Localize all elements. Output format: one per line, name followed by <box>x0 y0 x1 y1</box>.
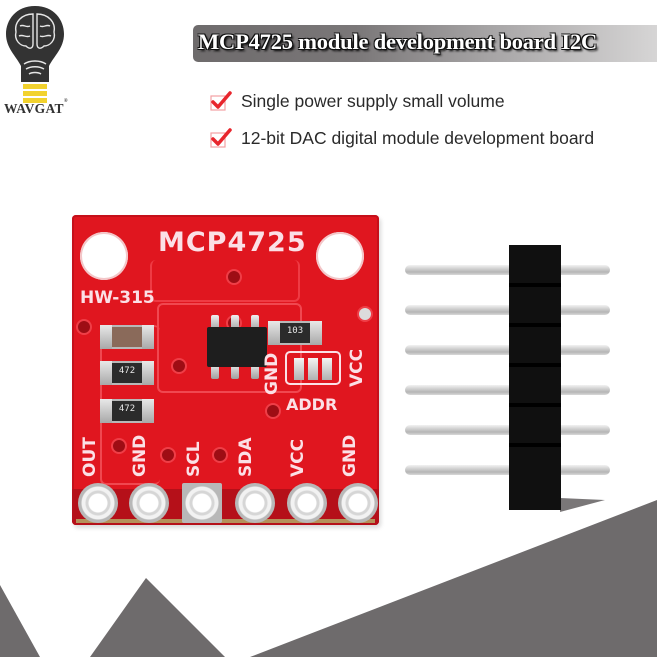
pin-label-scl: SCL <box>184 441 204 477</box>
chip-pin <box>251 363 259 379</box>
pin-pad-vcc <box>287 483 327 523</box>
housing-divider <box>509 443 561 447</box>
feature-item: 12-bit DAC digital module development bo… <box>210 125 594 151</box>
smd-capacitor <box>100 325 154 349</box>
chip-pin <box>211 363 219 379</box>
feature-text: 12-bit DAC digital module development bo… <box>241 127 595 148</box>
checkbox-checked-icon <box>210 128 232 148</box>
header-pin <box>405 385 610 395</box>
header-pin <box>405 345 610 355</box>
mounting-hole <box>316 232 364 280</box>
header-pin <box>405 265 610 275</box>
mcp4725-board: MCP4725 HW-315 472 472 103 GND VCC ADDR … <box>72 215 379 525</box>
pin-header <box>405 245 615 515</box>
header-pin <box>405 465 610 475</box>
header-pin <box>405 425 610 435</box>
housing-divider <box>509 403 561 407</box>
addr-gnd-label: GND <box>262 352 282 395</box>
pin-label-vcc: VCC <box>288 438 308 477</box>
jumper-pad <box>322 358 332 380</box>
pin-pad-gnd <box>129 483 169 523</box>
addr-vcc-label: VCC <box>347 348 367 387</box>
via <box>113 440 125 452</box>
pin-label-sda: SDA <box>236 437 256 477</box>
chip-pin <box>231 315 239 331</box>
brand-name: WAVGAT® <box>4 99 68 116</box>
via <box>173 360 185 372</box>
board-model-silkscreen: HW-315 <box>80 288 155 308</box>
pin-label-out: OUT <box>80 437 100 477</box>
title-banner: MCP4725 module development board I2C <box>193 25 657 62</box>
addr-label: ADDR <box>286 395 338 414</box>
housing-divider <box>509 363 561 367</box>
trace <box>157 303 302 393</box>
chip-pin <box>211 315 219 331</box>
via <box>78 321 90 333</box>
housing-divider <box>509 283 561 287</box>
board-name-silkscreen: MCP4725 <box>158 227 307 258</box>
checkbox-checked-icon <box>210 91 232 111</box>
pin-pad-gnd <box>338 483 378 523</box>
via <box>214 449 226 461</box>
pin-pad-sda <box>235 483 275 523</box>
via <box>359 308 371 320</box>
pin-pad-scl <box>182 483 222 523</box>
pin-pad-out <box>78 483 118 523</box>
lightbulb-brain-icon <box>6 6 64 103</box>
banner-title: MCP4725 module development board I2C <box>198 29 598 54</box>
board-edge-plating <box>76 519 375 523</box>
smd-resistor: 103 <box>268 321 322 345</box>
via <box>267 405 279 417</box>
smd-resistor: 472 <box>100 399 154 423</box>
dac-chip <box>207 327 267 367</box>
pin-label-gnd: GND <box>130 434 150 477</box>
chip-pin <box>231 363 239 379</box>
via <box>162 449 174 461</box>
feature-item: Single power supply small volume <box>210 88 505 114</box>
chip-pin <box>251 315 259 331</box>
feature-text: Single power supply small volume <box>241 90 505 111</box>
pin-label-gnd: GND <box>340 434 360 477</box>
housing-divider <box>509 323 561 327</box>
header-housing <box>509 245 561 510</box>
mounting-hole <box>80 232 128 280</box>
jumper-pad <box>294 358 304 380</box>
trace <box>150 260 300 302</box>
via <box>228 271 240 283</box>
smd-resistor: 472 <box>100 361 154 385</box>
jumper-pad <box>308 358 318 380</box>
address-jumper[interactable] <box>285 351 341 385</box>
header-pin <box>405 305 610 315</box>
